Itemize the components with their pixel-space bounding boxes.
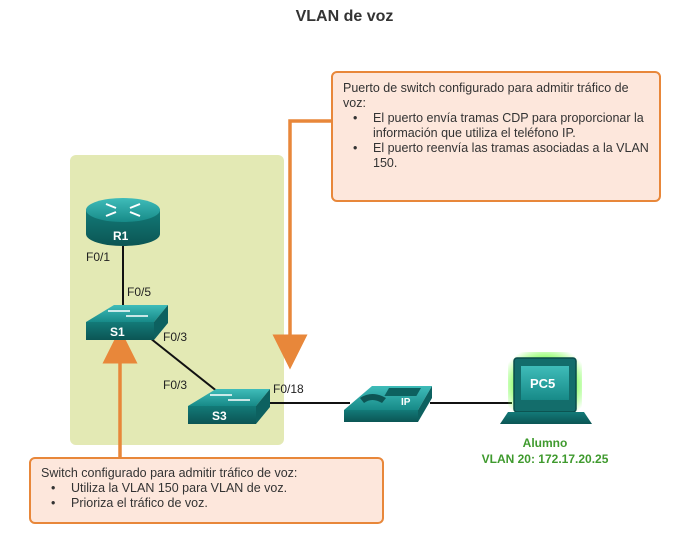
callout-voice-switch: Switch configurado para admitir tráfico … xyxy=(29,457,384,524)
switch-s3-icon xyxy=(188,389,270,424)
callout-voice-port: Puerto de switch configurado para admiti… xyxy=(331,71,661,202)
router-label: R1 xyxy=(113,229,129,243)
port-s3-f03: F0/3 xyxy=(163,378,188,392)
callout-top-arrow xyxy=(272,119,331,370)
port-r1-f01: F0/1 xyxy=(86,250,111,264)
callout-bottom-item: Prioriza el tráfico de voz. xyxy=(41,496,372,511)
router-icon xyxy=(86,198,160,246)
ip-phone-icon xyxy=(344,386,432,422)
diagram-title: VLAN de voz xyxy=(295,8,394,25)
switch-s3-label: S3 xyxy=(212,409,227,423)
pc-label: PC5 xyxy=(530,376,556,391)
phone-ip-badge: IP xyxy=(401,397,411,408)
switch-s1-icon xyxy=(86,305,168,340)
port-s3-f018: F0/18 xyxy=(273,382,304,396)
pc-caption-vlan: VLAN 20: 172.17.20.25 xyxy=(481,452,609,466)
port-s1-f03: F0/3 xyxy=(163,330,188,344)
port-s1-f05: F0/5 xyxy=(127,285,152,299)
callout-top-item: El puerto envía tramas CDP para proporci… xyxy=(343,111,649,141)
switch-s1-label: S1 xyxy=(110,325,125,339)
callout-top-heading: Puerto de switch configurado para admiti… xyxy=(343,81,629,110)
callout-bottom-item: Utiliza la VLAN 150 para VLAN de voz. xyxy=(41,481,372,496)
callout-bottom-heading: Switch configurado para admitir tráfico … xyxy=(41,466,298,480)
pc-icon xyxy=(500,352,592,424)
link-s1-s3 xyxy=(149,337,219,393)
pc-caption-name: Alumno xyxy=(522,436,568,450)
callout-top-item: El puerto reenvía las tramas asociadas a… xyxy=(343,141,649,171)
